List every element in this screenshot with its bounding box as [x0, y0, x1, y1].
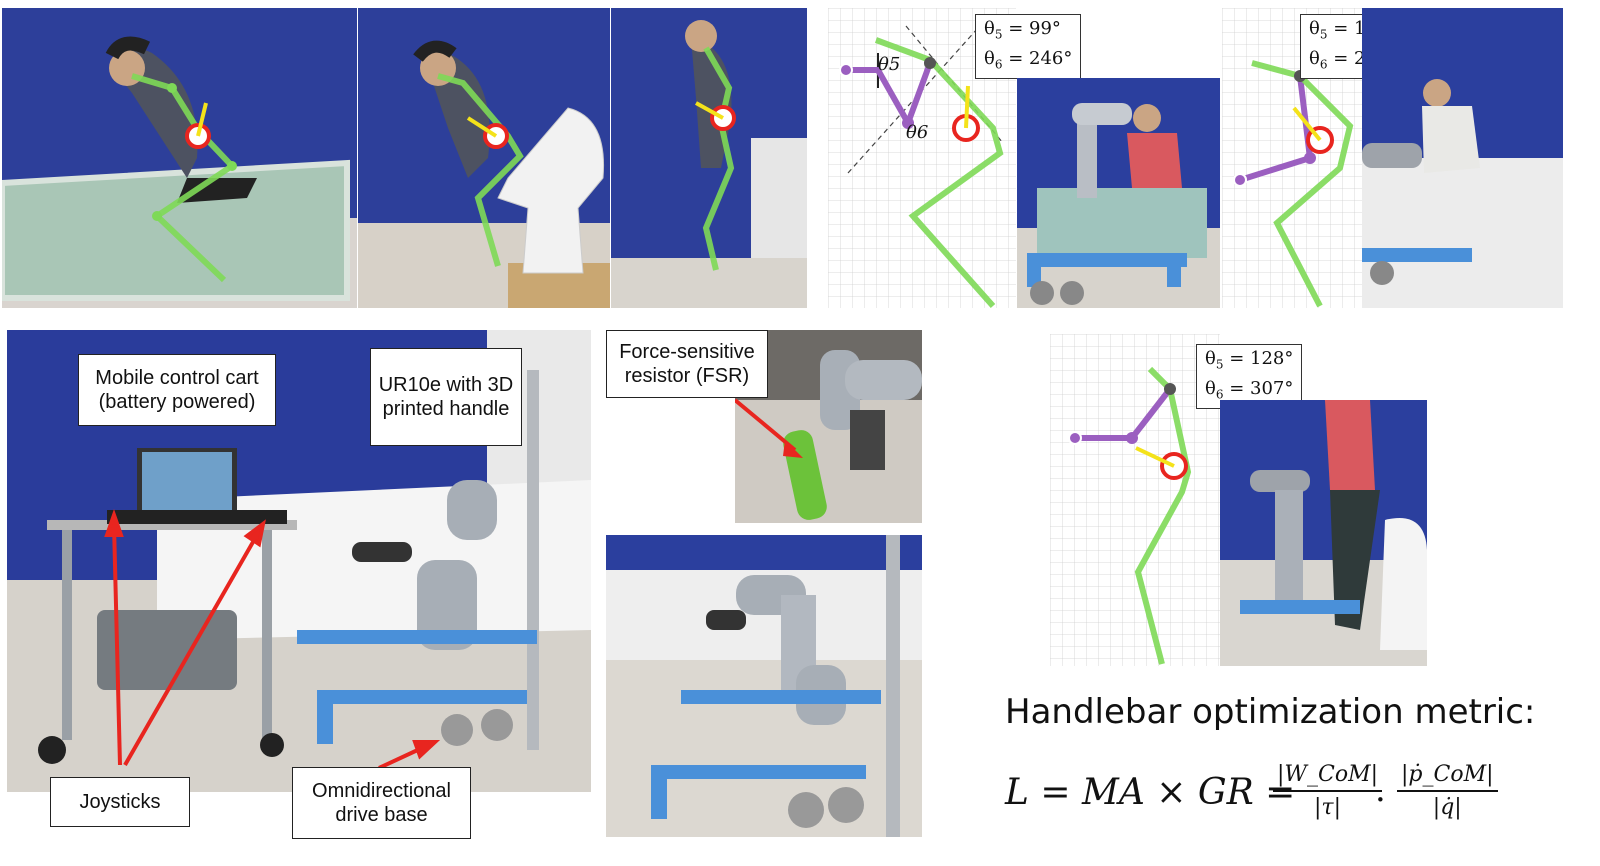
posture-photo-bathtub — [2, 8, 357, 308]
system-overview-photo — [7, 330, 591, 792]
fraction-2-numerator: |ṗ_CoM| — [1401, 762, 1494, 787]
angle-box-c: θ5 = 128° θ6 = 307° — [1196, 344, 1303, 410]
fraction-1-denominator: |τ| — [1314, 795, 1342, 820]
robot-assist-photo-c — [1220, 400, 1427, 666]
callout-mobile-cart: Mobile control cart (battery powered) — [78, 354, 276, 426]
robot-base-photo-art — [606, 535, 922, 837]
callout-fsr: Force-sensitive resistor (FSR) — [606, 330, 768, 398]
fraction-2-denominator: |q̇| — [1432, 795, 1462, 820]
angle-a-theta5: θ5 = 99° — [984, 18, 1061, 42]
robot-assist-photo-a-art — [1017, 78, 1220, 308]
posture-photo-toilet-art — [358, 8, 610, 308]
angle-c-theta6: θ6 = 307° — [1205, 377, 1294, 402]
posture-photo-toilet — [358, 8, 610, 308]
formula-fraction-1: |W_CoM| |τ| — [1273, 762, 1383, 820]
angle-c-theta5: θ5 = 128° — [1205, 348, 1294, 372]
kinematic-diagram-c — [1050, 334, 1220, 666]
robot-assist-photo-c-art — [1220, 400, 1427, 666]
robot-assist-photo-b-art — [1362, 8, 1563, 308]
theta5-label-a: θ5 — [878, 54, 900, 75]
formula-dot: · — [1375, 780, 1386, 820]
theta6-label-a: θ6 — [906, 122, 928, 143]
robot-base-photo — [606, 535, 922, 837]
metric-formula: L = MA × GR = |W_CoM| |τ| · |ṗ_CoM| |q̇| — [1005, 758, 1565, 848]
formula-fraction-2: |ṗ_CoM| |q̇| — [1397, 762, 1498, 820]
formula-lhs: L = MA × GR = — [1005, 772, 1296, 813]
angle-a-theta6: θ6 = 246° — [984, 47, 1073, 72]
callout-ur10e: UR10e with 3D printed handle — [370, 348, 522, 446]
robot-assist-photo-a — [1017, 78, 1220, 308]
posture-photo-standing — [611, 8, 807, 308]
robot-assist-photo-b — [1362, 8, 1563, 308]
posture-photo-bathtub-art — [2, 8, 357, 308]
fraction-1-numerator: |W_CoM| — [1277, 762, 1379, 787]
callout-drive-base: Omnidirectional drive base — [292, 767, 471, 839]
callout-joysticks: Joysticks — [50, 777, 190, 827]
system-overview-photo-art — [7, 330, 591, 792]
posture-photo-standing-art — [611, 8, 807, 308]
metric-title: Handlebar optimization metric: — [1005, 692, 1536, 732]
angle-box-a: θ5 = 99° θ6 = 246° — [975, 14, 1082, 80]
kinematic-diagram-c-art — [1050, 334, 1220, 666]
